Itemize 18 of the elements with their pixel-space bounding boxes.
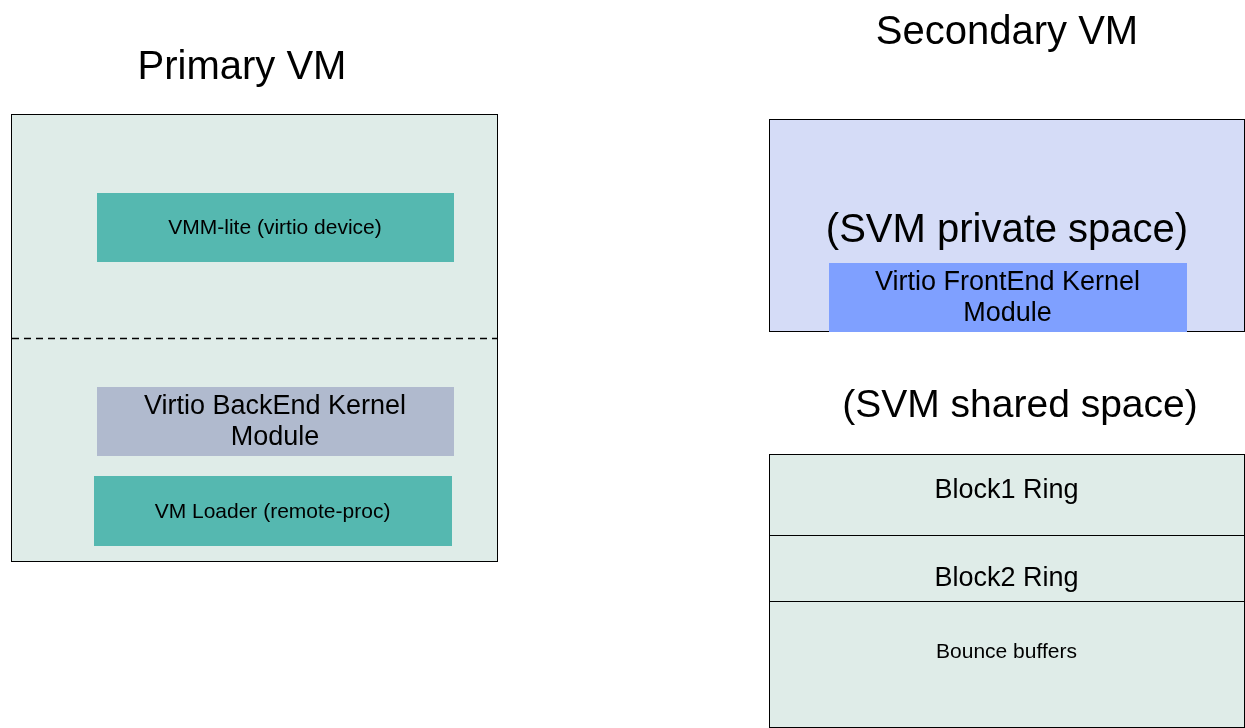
component-box: [96, 192, 454, 262]
component-label: VMM-lite (virtio device): [167, 214, 383, 240]
component-box: [828, 262, 1187, 332]
section-heading: Primary VM: [136, 42, 348, 89]
component-label: Block1 Ring: [933, 473, 1080, 505]
component-label: VM Loader (remote-proc): [153, 498, 392, 523]
vm-panel: [11, 114, 498, 562]
memory-region-box: [769, 454, 1245, 728]
section-heading: Secondary VM: [874, 7, 1140, 54]
component-label: Block2 Ring: [933, 561, 1080, 593]
section-heading: (SVM shared space): [841, 380, 1199, 427]
component-label: Virtio BackEnd Kernel Module: [142, 389, 408, 453]
component-box: [93, 475, 452, 546]
component-label: Virtio FrontEnd Kernel Module: [873, 265, 1142, 329]
memory-region-box: [769, 119, 1245, 332]
component-label: (SVM private space): [824, 204, 1190, 251]
component-box: [96, 386, 454, 456]
component-label: Bounce buffers: [935, 639, 1078, 664]
